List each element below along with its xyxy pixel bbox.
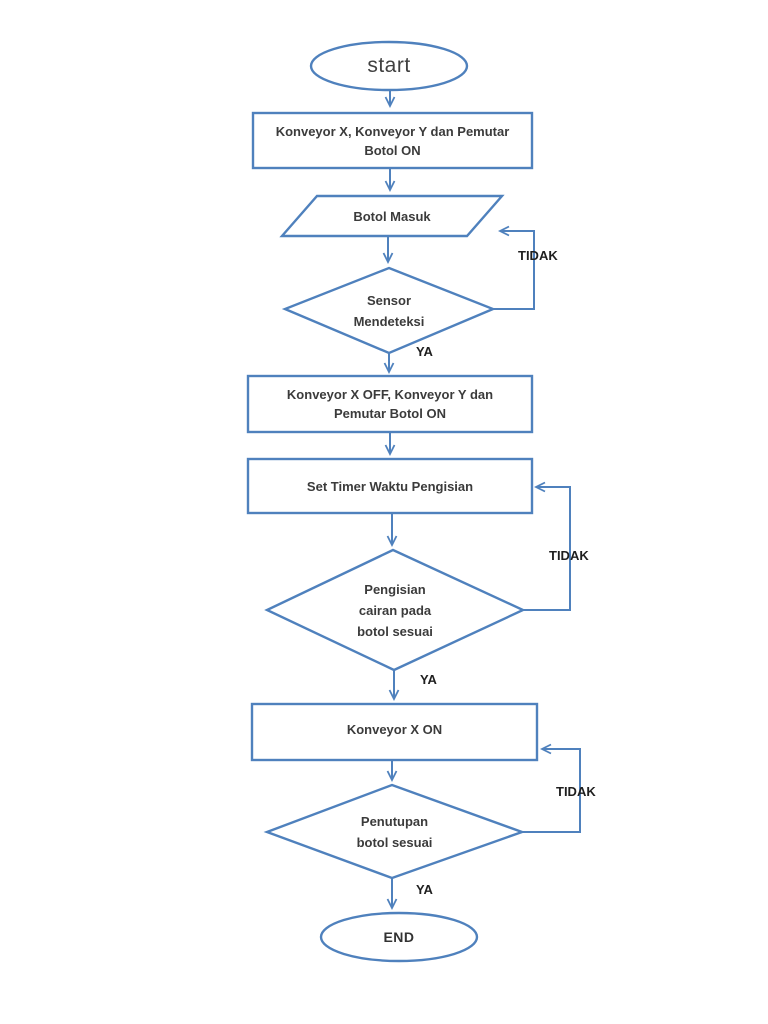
shape-group [246, 40, 539, 963]
decision-penutupan-shape [263, 783, 526, 880]
arrow-tidak-penutupan-loop [522, 749, 581, 833]
arrow-tidak-pengisian-loop [523, 487, 571, 611]
arrow-tidak-sensor-loop [493, 231, 535, 310]
process-konveyor-x-off-shape [246, 374, 534, 434]
decision-sensor-shape [281, 266, 497, 355]
process-set-timer-shape [246, 457, 534, 515]
end-terminator-shape [319, 911, 479, 963]
connector-group [388, 89, 581, 908]
start-terminator-shape [309, 40, 469, 92]
decision-pengisian-shape [264, 548, 526, 672]
process-konveyor-all-on-shape [251, 111, 534, 170]
input-botol-masuk-shape [279, 194, 505, 238]
process-konveyor-x-on-shape [250, 702, 539, 762]
